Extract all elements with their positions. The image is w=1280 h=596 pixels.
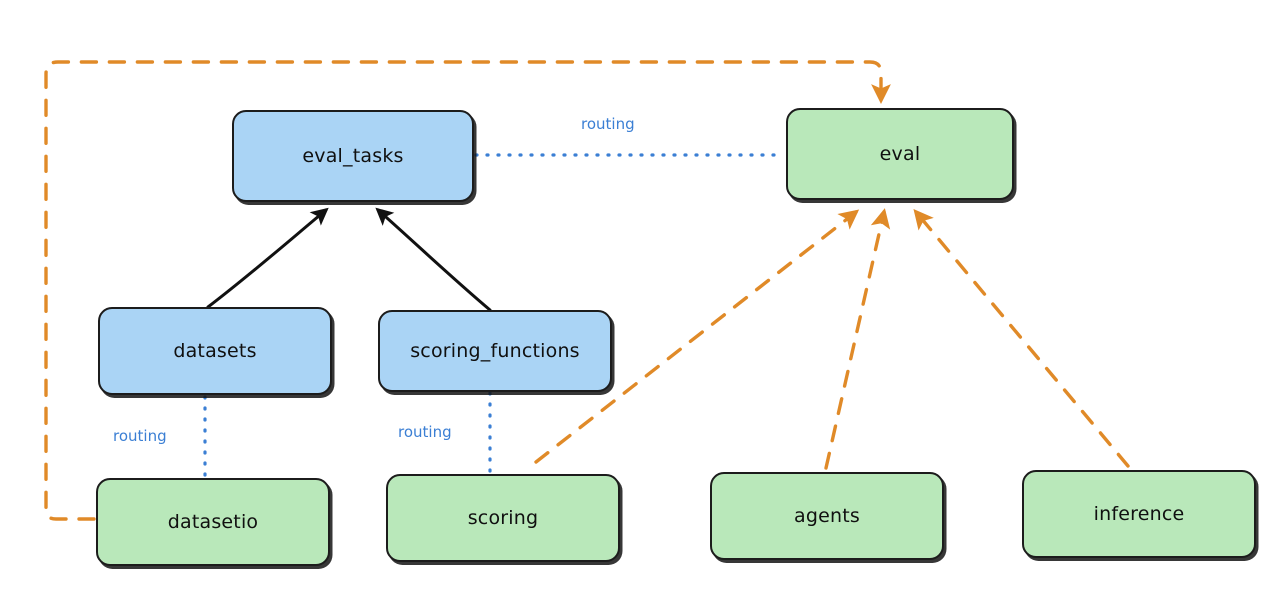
node-label-datasets: datasets [173,340,257,362]
node-datasetio[interactable]: datasetio [96,478,330,566]
edge-label-routing-scoring-functions-scoring: routing [398,423,452,441]
edge-inference-to-eval [913,208,1130,468]
node-agents[interactable]: agents [710,472,944,560]
node-label-agents: agents [794,505,860,527]
node-datasets[interactable]: datasets [98,307,332,395]
edge-datasetio-to-eval [44,60,891,521]
node-label-datasetio: datasetio [167,511,259,533]
node-label-scoring-functions: scoring_functions [410,340,580,362]
node-label-eval: eval [879,143,921,165]
node-eval-tasks[interactable]: eval_tasks [232,110,474,202]
edge-agents-to-eval [824,208,891,470]
edge-scoring-to-eval [534,209,860,464]
node-label-eval-tasks: eval_tasks [302,145,404,167]
edge-scoring-functions-to-eval-tasks [375,207,492,312]
node-scoring-functions[interactable]: scoring_functions [378,310,612,392]
node-eval[interactable]: eval [786,108,1014,200]
edge-label-routing-eval-tasks-eval: routing [581,115,635,133]
node-inference[interactable]: inference [1022,470,1256,558]
node-label-inference: inference [1093,503,1185,525]
node-label-scoring: scoring [467,507,539,529]
edge-label-routing-datasets-datasetio: routing [113,427,167,445]
node-scoring[interactable]: scoring [386,474,620,562]
edge-datasets-to-eval-tasks [206,207,329,309]
